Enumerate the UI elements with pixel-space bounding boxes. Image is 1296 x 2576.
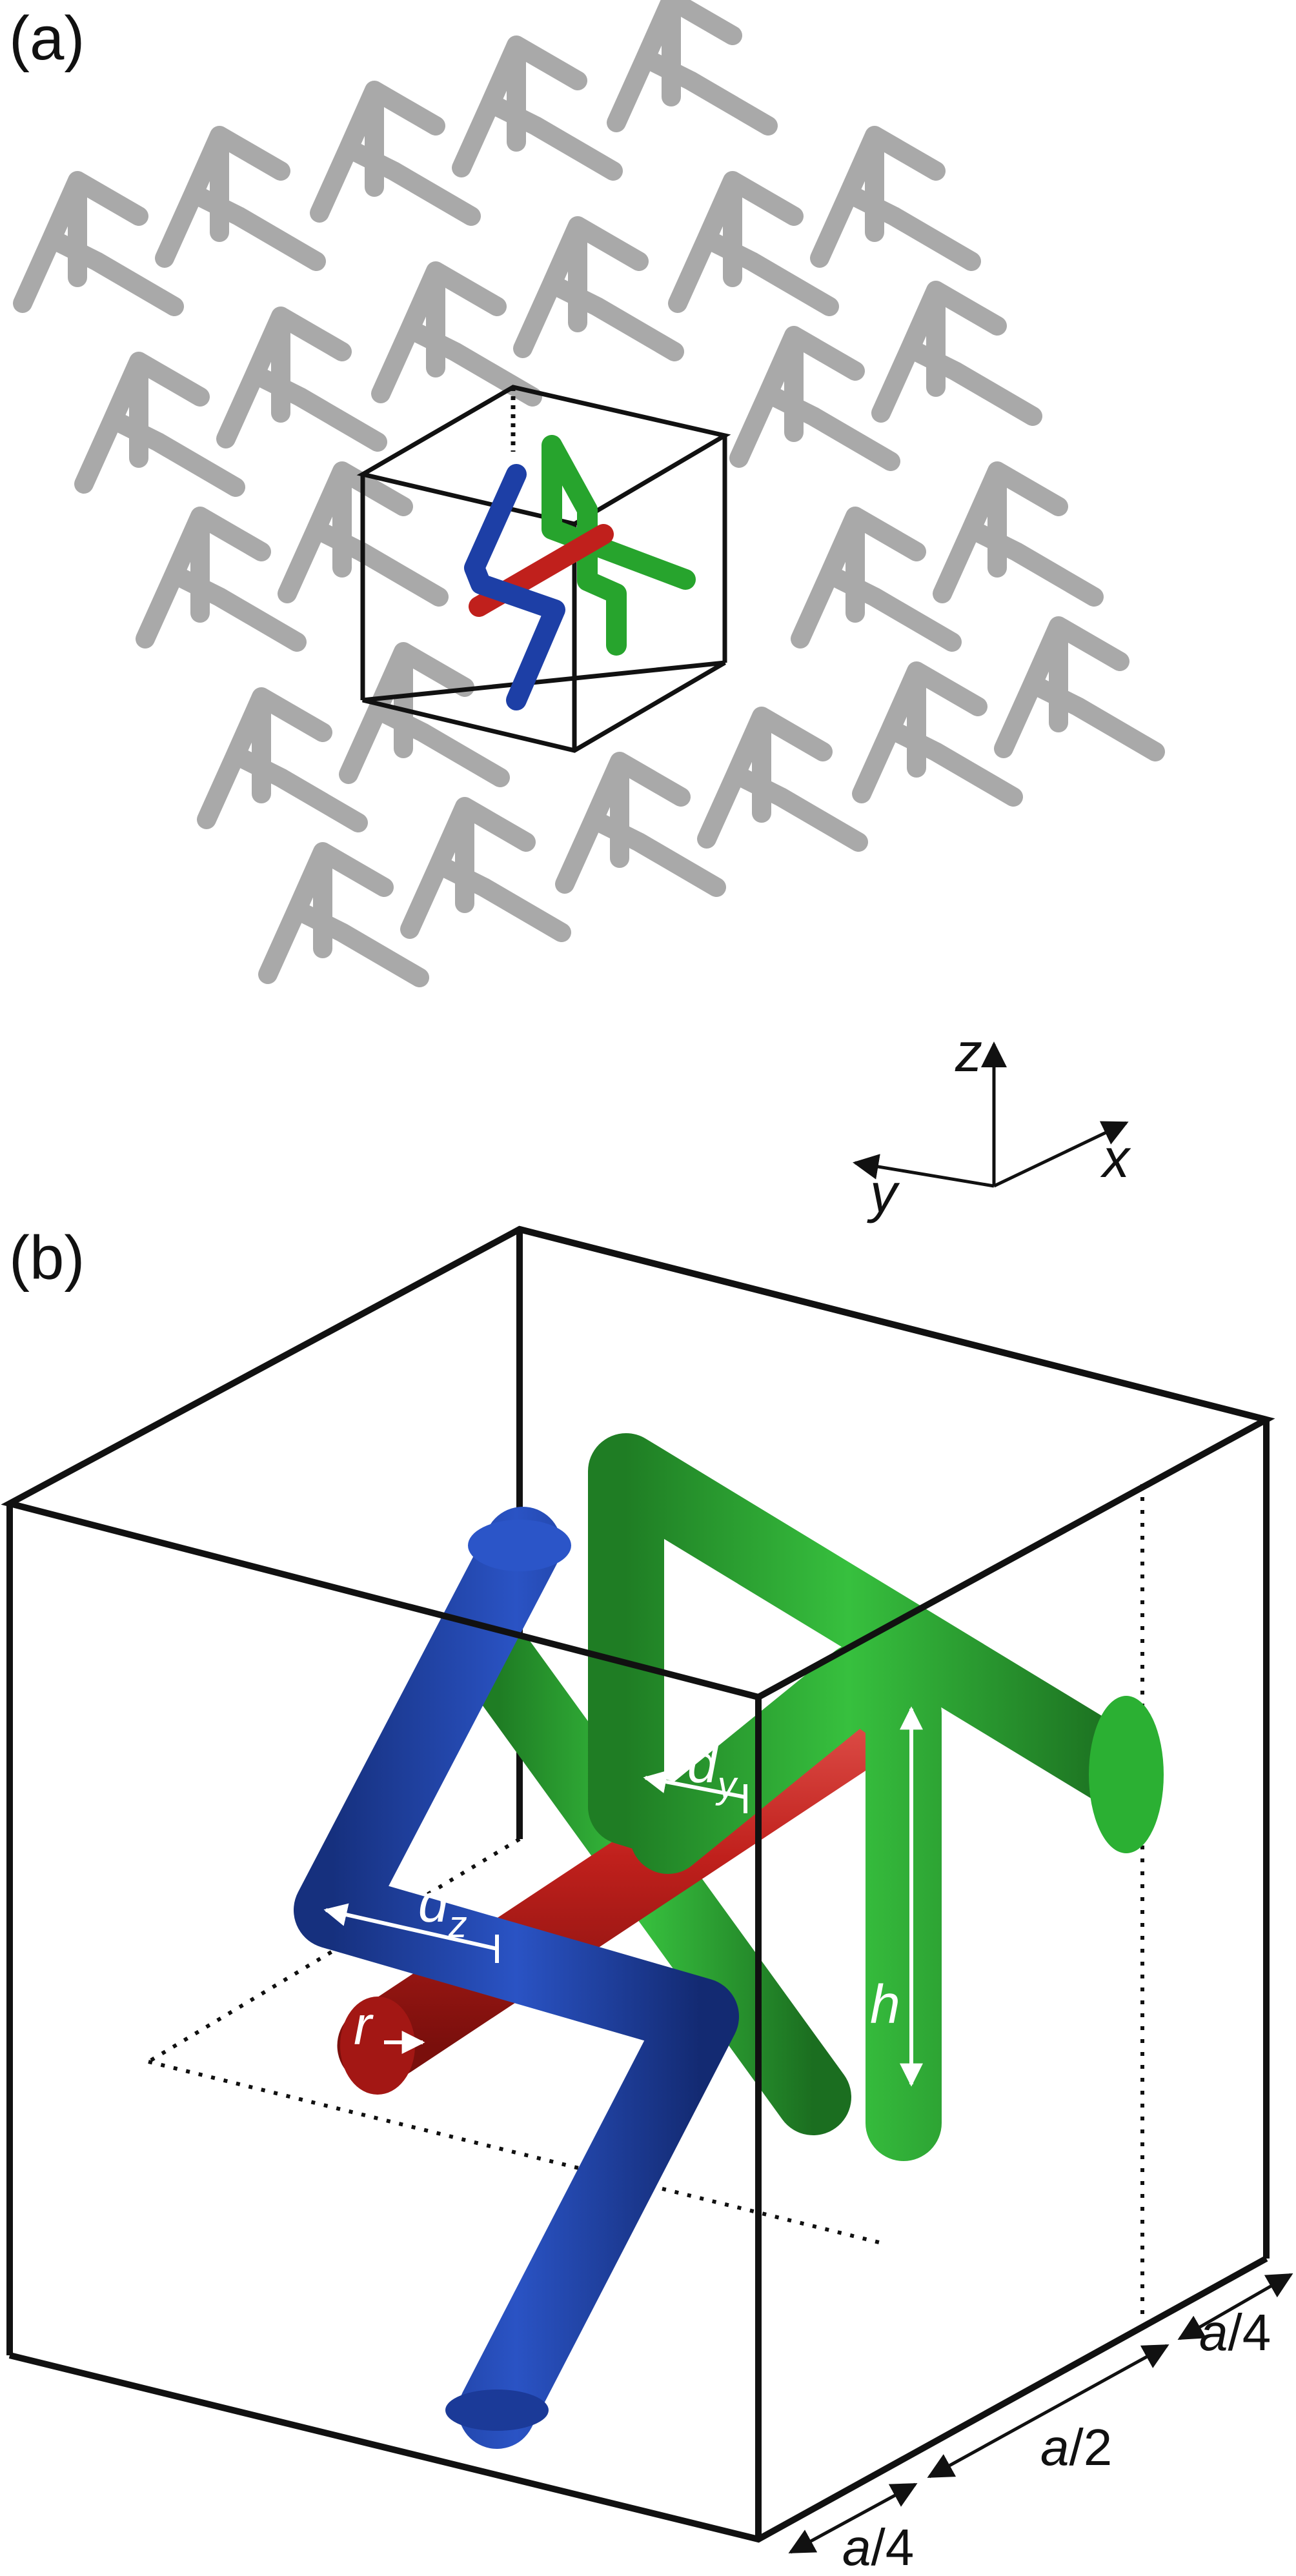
lattice-rod-24: [994, 616, 1165, 761]
green-rod-end: [1089, 1696, 1164, 1853]
lattice-rod-2: [310, 81, 481, 226]
lattice-rod-12: [278, 461, 449, 607]
panel-a-label: (a): [9, 4, 85, 73]
x-axis-label: x: [1100, 1128, 1131, 1189]
gray-lattice: [13, 0, 1165, 987]
panel-b-label: (b): [9, 1223, 85, 1293]
lattice-rod-13: [729, 326, 900, 471]
lattice-rod-21: [555, 752, 726, 897]
dim-half: [927, 2344, 1169, 2479]
lattice-rod-16: [339, 642, 510, 787]
z-axis-label: z: [955, 1022, 982, 1083]
dz-arrow: [323, 1903, 498, 1951]
dim-quarter-front: [788, 2482, 918, 2554]
dy-arrow: [643, 1770, 746, 1799]
lattice-rod-22: [697, 707, 868, 852]
dimension-arrows: [788, 2273, 1293, 2554]
lattice-rod-11: [136, 507, 307, 652]
small-blue-rod: [464, 464, 565, 710]
lattice-rod-9: [668, 171, 839, 316]
x-axis-arrow: [993, 1121, 1129, 1188]
lattice-rod-4: [607, 0, 778, 136]
unit-cell-rods-a: [464, 435, 696, 710]
blue-rod-top: [468, 1520, 571, 1571]
blue-rod: [294, 1507, 739, 2449]
lattice-rod-14: [871, 281, 1042, 426]
dim-label-quarter-front: a/4: [842, 2519, 914, 2576]
h-label: h: [870, 1974, 900, 2035]
lattice-rod-0: [13, 171, 184, 316]
blue-rod-bottom: [445, 2390, 549, 2431]
dim-label-half: a/2: [1040, 2419, 1112, 2476]
lattice-rod-1: [155, 126, 326, 271]
dim-quarter-back: [1177, 2273, 1293, 2340]
lattice-rod-17: [791, 507, 962, 652]
dz-label: dz: [418, 1873, 467, 1946]
lattice-rod-23: [852, 661, 1023, 807]
lattice-rod-18: [933, 461, 1104, 607]
red-rod-end: [340, 1997, 415, 2095]
lattice-rod-7: [371, 261, 542, 407]
dy-label: dy: [687, 1733, 738, 1806]
parameter-annotations: [323, 1706, 923, 2087]
lattice-rod-15: [197, 687, 368, 832]
lattice-rods: [13, 0, 1165, 987]
dim-label-quarter-back: a/4: [1199, 2304, 1271, 2361]
unit-cell-rods-b: [294, 1433, 1164, 2449]
lattice-rod-5: [74, 352, 245, 497]
lattice-rod-10: [810, 126, 981, 271]
lattice-rod-6: [216, 307, 387, 452]
y-axis-arrow: [853, 1154, 995, 1188]
y-axis-label: y: [867, 1163, 900, 1223]
lattice-rod-19: [258, 842, 429, 987]
lattice-rod-3: [452, 35, 623, 181]
lattice-rod-20: [400, 797, 571, 942]
small-green-rod: [542, 435, 696, 656]
coordinate-axes: [853, 1041, 1129, 1188]
r-label: r: [354, 1995, 374, 2056]
lattice-rod-8: [513, 216, 684, 361]
